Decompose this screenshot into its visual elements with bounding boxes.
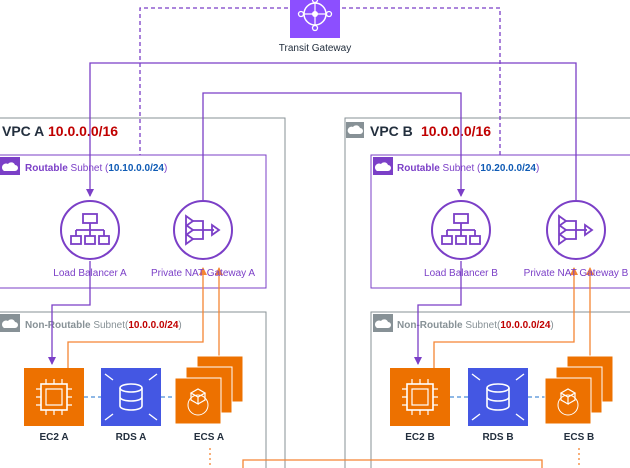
route-nat-b-to-lb-a xyxy=(86,62,577,200)
vpc-b-container xyxy=(344,117,630,468)
routable-subnet-b-icon xyxy=(373,157,393,175)
route-lb-a-to-ec2-a xyxy=(48,261,91,365)
ec2-b-icon[interactable] xyxy=(390,368,450,426)
ecs-b-icon[interactable] xyxy=(544,355,614,425)
outbound-ec2-b-to-nat-b xyxy=(433,267,578,368)
vpc-b-cidr: 10.0.0.0/16 xyxy=(421,123,491,139)
load-balancer-a-icon[interactable] xyxy=(60,200,120,260)
ec2-b-label: EC2 B xyxy=(405,432,434,443)
nonroutable-subnet-a-icon xyxy=(0,314,20,332)
nonroutable-subnet-b-icon xyxy=(373,314,393,332)
bottom-orange-link xyxy=(242,459,543,468)
vpc-a-container xyxy=(0,117,286,468)
nonroutable-subnet-a-label: Non-Routable Subnet(10.0.0.0/24) xyxy=(25,320,182,331)
nonroutable-subnet-b-label: Non-Routable Subnet(10.0.0.0/24) xyxy=(397,320,554,331)
transit-gateway-label: Transit Gateway xyxy=(279,43,351,54)
vpc-b-cloud-icon xyxy=(346,122,364,138)
rds-b-label: RDS B xyxy=(482,432,513,443)
rds-a-icon[interactable] xyxy=(101,368,161,426)
tgw-link-vpc-b xyxy=(342,7,501,155)
routable-subnet-a-icon xyxy=(0,157,20,175)
vpc-b-title: VPC B xyxy=(370,123,413,139)
vpc-a-title: VPC A xyxy=(2,123,44,139)
routable-subnet-b xyxy=(370,154,630,289)
rds-a-label: RDS A xyxy=(116,432,147,443)
transit-gateway-icon[interactable] xyxy=(290,0,340,38)
nat-gateway-a-icon[interactable] xyxy=(173,200,233,260)
nat-gateway-a-label: Private NAT Gateway A xyxy=(151,268,255,279)
load-balancer-b-icon[interactable] xyxy=(431,200,491,260)
ec2-a-label: EC2 A xyxy=(39,432,68,443)
outbound-ec2-a-to-nat-a xyxy=(67,267,207,368)
nat-gateway-b-icon[interactable] xyxy=(546,200,606,260)
routable-subnet-a-label: Routable Subnet (10.10.0.0/24) xyxy=(25,163,167,174)
load-balancer-a-label: Load Balancer A xyxy=(53,268,127,279)
nonroutable-subnet-a xyxy=(0,311,267,468)
vpc-a-cidr: 10.0.0.0/16 xyxy=(48,123,118,139)
nonroutable-subnet-b xyxy=(370,311,630,468)
ec2-a-icon[interactable] xyxy=(24,368,84,426)
ecs-a-label: ECS A xyxy=(194,432,224,443)
nat-gateway-b-label: Private NAT Gateway B xyxy=(524,268,629,279)
load-balancer-b-label: Load Balancer B xyxy=(424,268,498,279)
route-nat-a-to-lb-b xyxy=(202,92,465,200)
routable-subnet-a xyxy=(0,154,267,289)
route-lb-b-to-ec2-b xyxy=(414,261,462,365)
ecs-a-icon[interactable] xyxy=(174,355,244,425)
rds-b-icon[interactable] xyxy=(468,368,528,426)
routable-subnet-b-label: Routable Subnet (10.20.0.0/24) xyxy=(397,163,539,174)
tgw-link-vpc-a xyxy=(139,7,288,155)
ecs-b-label: ECS B xyxy=(564,432,595,443)
